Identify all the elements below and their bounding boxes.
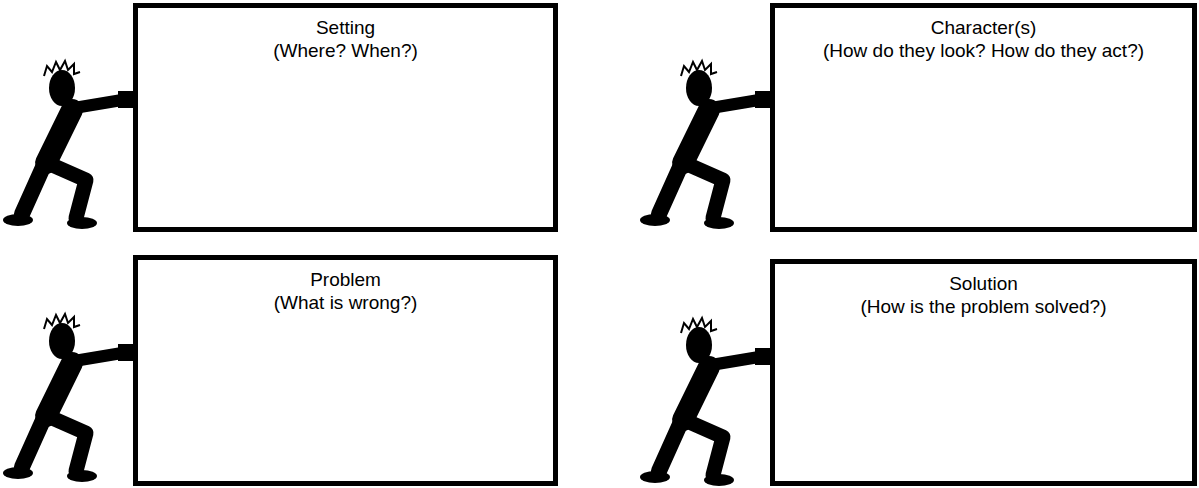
box-prompt: (Where? When?)	[166, 39, 525, 62]
box-prompt: (What is wrong?)	[166, 291, 525, 314]
box-heading: Setting	[166, 16, 525, 39]
box-heading: Problem	[166, 268, 525, 291]
story-box: Solution(How is the problem solved?)	[770, 259, 1197, 486]
box-prompt: (How do they look? How do they act?)	[803, 39, 1164, 62]
stick-figure	[640, 318, 770, 486]
stick-figure	[3, 61, 133, 229]
story-box: Setting(Where? When?)	[133, 3, 558, 232]
box-heading: Solution	[803, 272, 1164, 295]
box-heading: Character(s)	[803, 16, 1164, 39]
story-box: Character(s)(How do they look? How do th…	[770, 3, 1197, 232]
box-prompt: (How is the problem solved?)	[803, 295, 1164, 318]
story-box: Problem(What is wrong?)	[133, 255, 558, 486]
stick-figure	[3, 314, 133, 482]
stick-figure	[640, 61, 770, 229]
